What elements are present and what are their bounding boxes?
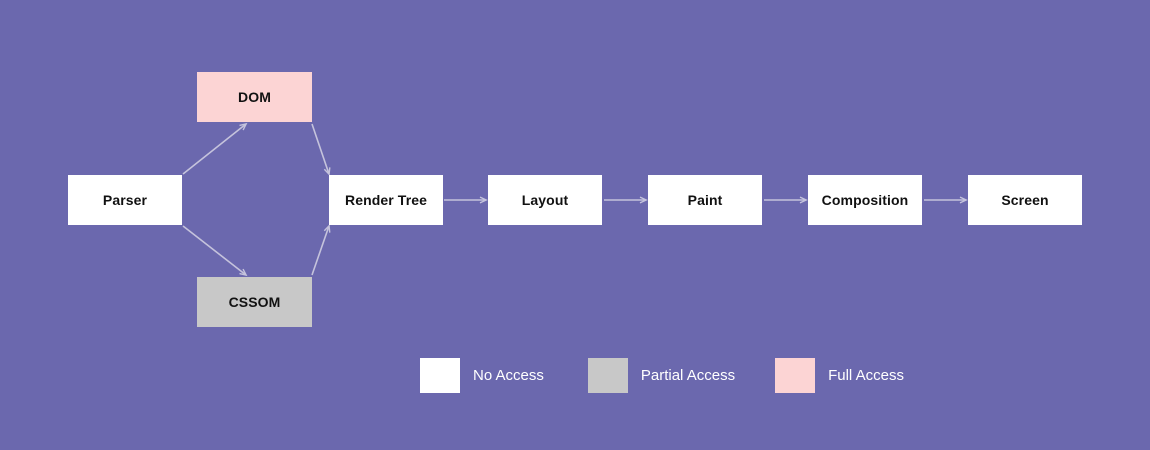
legend-label: Full Access bbox=[828, 367, 904, 384]
legend-swatch bbox=[420, 358, 460, 393]
node-label: Render Tree bbox=[344, 192, 428, 208]
node-dom[interactable]: DOM bbox=[197, 72, 312, 122]
legend-label: Partial Access bbox=[640, 367, 736, 384]
node-label: CSSOM bbox=[228, 294, 281, 310]
legend: No Access Partial Access Full Access bbox=[420, 358, 904, 393]
node-screen[interactable]: Screen bbox=[968, 175, 1082, 225]
edge-cssom-to-render-tree bbox=[311, 226, 329, 276]
edge-parser-to-dom bbox=[182, 124, 246, 175]
legend-item-full-access: Full Access bbox=[775, 358, 904, 393]
node-parser[interactable]: Parser bbox=[68, 175, 182, 225]
edge-dom-to-render-tree bbox=[311, 123, 329, 174]
node-label: Parser bbox=[102, 192, 148, 208]
node-label: Composition bbox=[821, 192, 909, 208]
node-render-tree[interactable]: Render Tree bbox=[329, 175, 443, 225]
legend-item-partial-access: Partial Access bbox=[587, 358, 736, 393]
node-composition[interactable]: Composition bbox=[808, 175, 922, 225]
legend-swatch bbox=[587, 358, 628, 393]
node-layout[interactable]: Layout bbox=[488, 175, 602, 225]
legend-swatch bbox=[775, 358, 816, 393]
legend-label: No Access bbox=[473, 367, 544, 384]
edge-parser-to-cssom bbox=[182, 225, 246, 275]
node-label: Layout bbox=[521, 192, 569, 208]
node-paint[interactable]: Paint bbox=[648, 175, 762, 225]
node-label: Paint bbox=[687, 192, 723, 208]
node-label: Screen bbox=[1001, 192, 1049, 208]
legend-item-no-access: No Access bbox=[420, 358, 544, 393]
node-label: DOM bbox=[238, 89, 271, 105]
node-cssom[interactable]: CSSOM bbox=[197, 277, 312, 327]
